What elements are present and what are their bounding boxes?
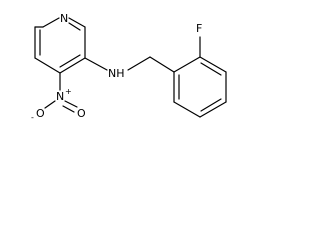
bond-n1-c2-double xyxy=(68,22,81,31)
bond-c6-n1 xyxy=(42,17,60,28)
nitro-oxygen-right-label: O xyxy=(77,107,86,120)
bond-c4-c5 xyxy=(34,57,61,74)
pyridine-nitrogen-label: N xyxy=(60,12,68,25)
bond-nitro-o-right-double xyxy=(62,105,75,113)
bond-n1-c2 xyxy=(68,17,86,28)
bond-ar2-ar3 xyxy=(199,56,227,73)
bond-ar2-ar3-double xyxy=(200,62,222,76)
nitro-group xyxy=(44,72,78,113)
fluorine-label: F xyxy=(196,22,202,35)
bond-nitro-o-right xyxy=(64,100,78,108)
bond-c2-nh xyxy=(84,57,108,71)
nitro-nitrogen-charge: + xyxy=(65,87,72,96)
bond-ar4-ar5-double xyxy=(200,98,222,112)
bond-nitro-o-left xyxy=(44,100,56,109)
bond-ar5-ar6 xyxy=(173,101,201,118)
nitro-oxygen-left-label: O xyxy=(36,107,45,120)
molecule-structure: N NH F N + O O - xyxy=(31,12,227,122)
bond-c3-c4 xyxy=(59,57,86,74)
pyridine-ring xyxy=(34,17,86,74)
amine-nh-label: NH xyxy=(108,67,125,80)
fluorophenyl-ring xyxy=(173,36,227,118)
bond-ch2-aryl xyxy=(149,56,175,73)
amine-linker xyxy=(84,56,175,73)
nitro-oxygen-left-charge: - xyxy=(31,113,34,122)
bond-ar1-ar2 xyxy=(173,56,201,73)
bond-c3-c4-double xyxy=(59,54,81,68)
bond-ar4-ar5 xyxy=(199,101,227,118)
nitro-nitrogen-label: N xyxy=(56,90,64,103)
bond-nh-ch2 xyxy=(127,56,151,71)
